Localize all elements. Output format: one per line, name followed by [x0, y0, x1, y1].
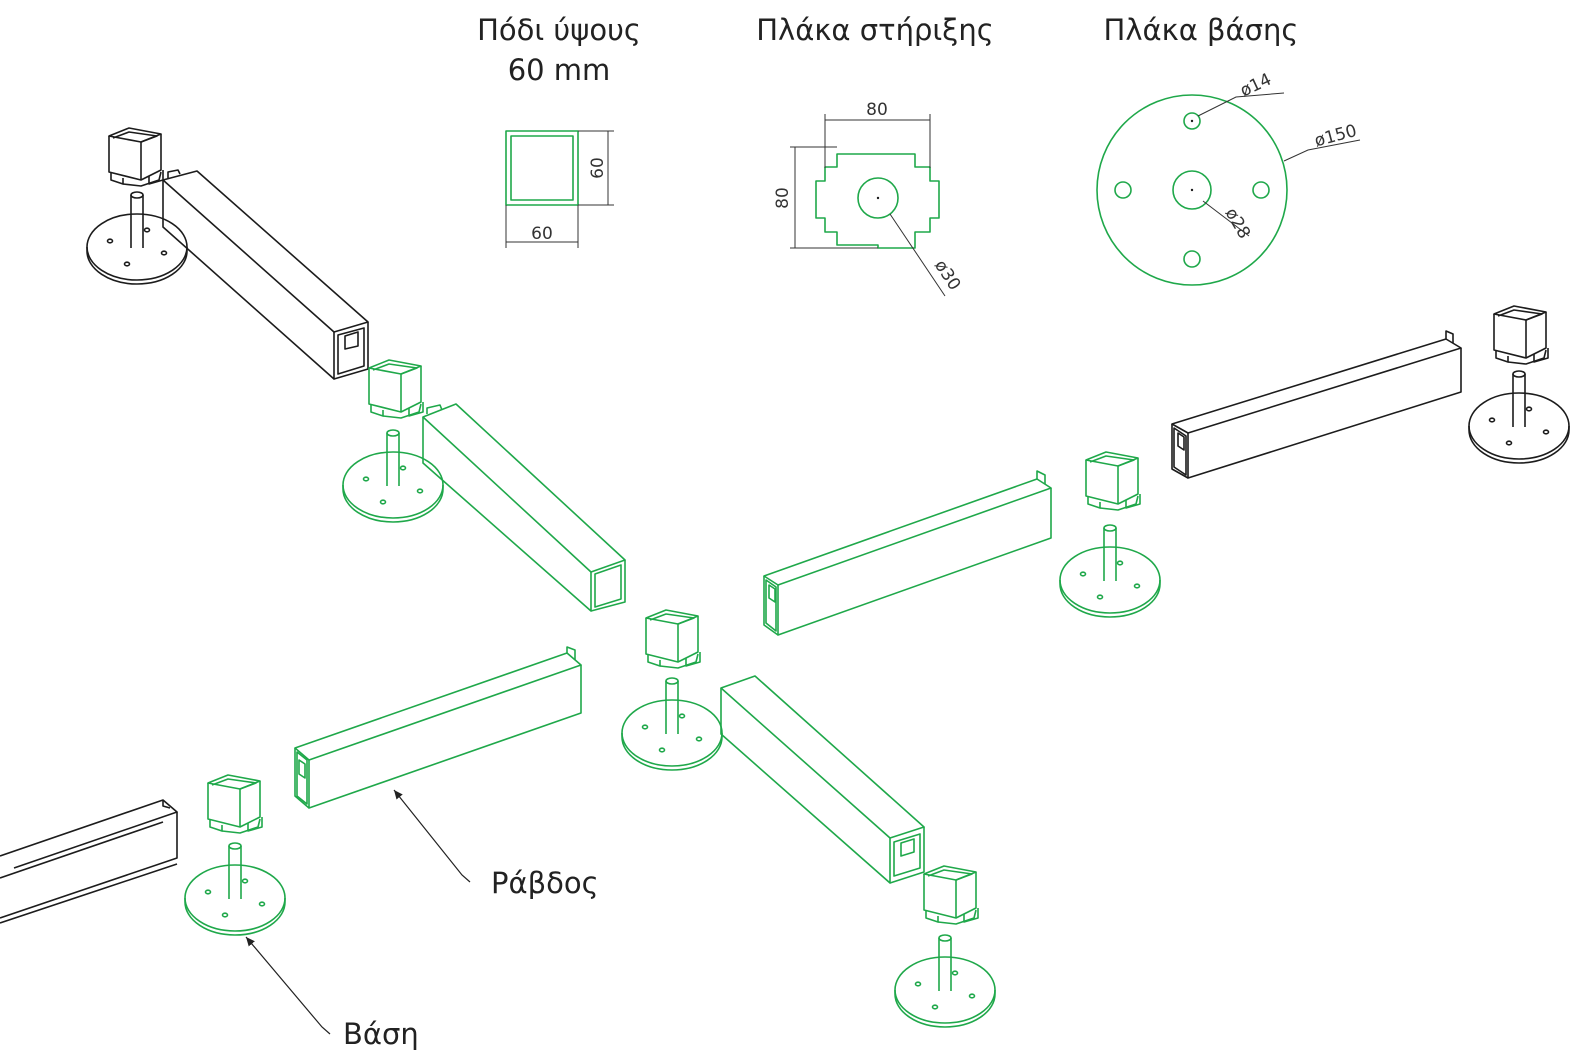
green-base-lower-left [184, 842, 286, 936]
base-center-hole-dim: ø28 [1221, 205, 1254, 243]
green-base-lower-right [894, 934, 996, 1028]
support-plate-title: Πλάκα στήριξης [756, 13, 994, 47]
base-plate-drawing [1096, 92, 1361, 286]
black-base-right [1468, 370, 1570, 464]
green-cup-center [645, 609, 701, 669]
support-plate-drawing [790, 114, 946, 297]
leg-width-dim: 60 [531, 224, 553, 244]
leg-height-title-line2: 60 mm [508, 53, 611, 87]
green-cup-upper-right [1085, 451, 1141, 511]
support-width-dim: 80 [866, 100, 888, 120]
leg-height-dim: 60 [588, 157, 608, 179]
green-rod-lower-left [294, 646, 582, 809]
green-base-center [621, 677, 723, 771]
base-plate-title: Πλάκα βάσης [1104, 13, 1299, 47]
rod-leader [393, 789, 471, 883]
green-base-upper-right [1059, 524, 1161, 618]
green-cup-upper-left [368, 359, 424, 419]
leg-height-title-line1: Πόδι ύψους [477, 13, 641, 47]
black-rod-top-left [162, 169, 369, 380]
black-rod-bottom-left [0, 799, 178, 924]
black-cup-right [1493, 305, 1549, 365]
green-base-upper-left [342, 429, 444, 523]
green-rod-upper-left [422, 403, 626, 612]
support-hole-dim: ø30 [930, 256, 964, 294]
black-rod-right [1171, 330, 1462, 479]
black-base-top-left [86, 191, 188, 285]
green-cup-lower-left [207, 774, 263, 834]
base-label: Βάση [343, 1017, 419, 1051]
leg-cross-section [505, 130, 614, 248]
green-rod-lower-right [720, 675, 925, 884]
base-diameter-dim: ø150 [1312, 121, 1359, 151]
base-small-hole-dim: ø14 [1237, 70, 1274, 102]
green-cup-lower-right [923, 865, 979, 925]
rod-label: Ράβδος [491, 866, 599, 900]
base-leader [245, 936, 331, 1035]
black-cup-top-left [108, 127, 164, 187]
support-height-dim: 80 [773, 187, 793, 209]
green-rod-upper-right [763, 470, 1052, 636]
